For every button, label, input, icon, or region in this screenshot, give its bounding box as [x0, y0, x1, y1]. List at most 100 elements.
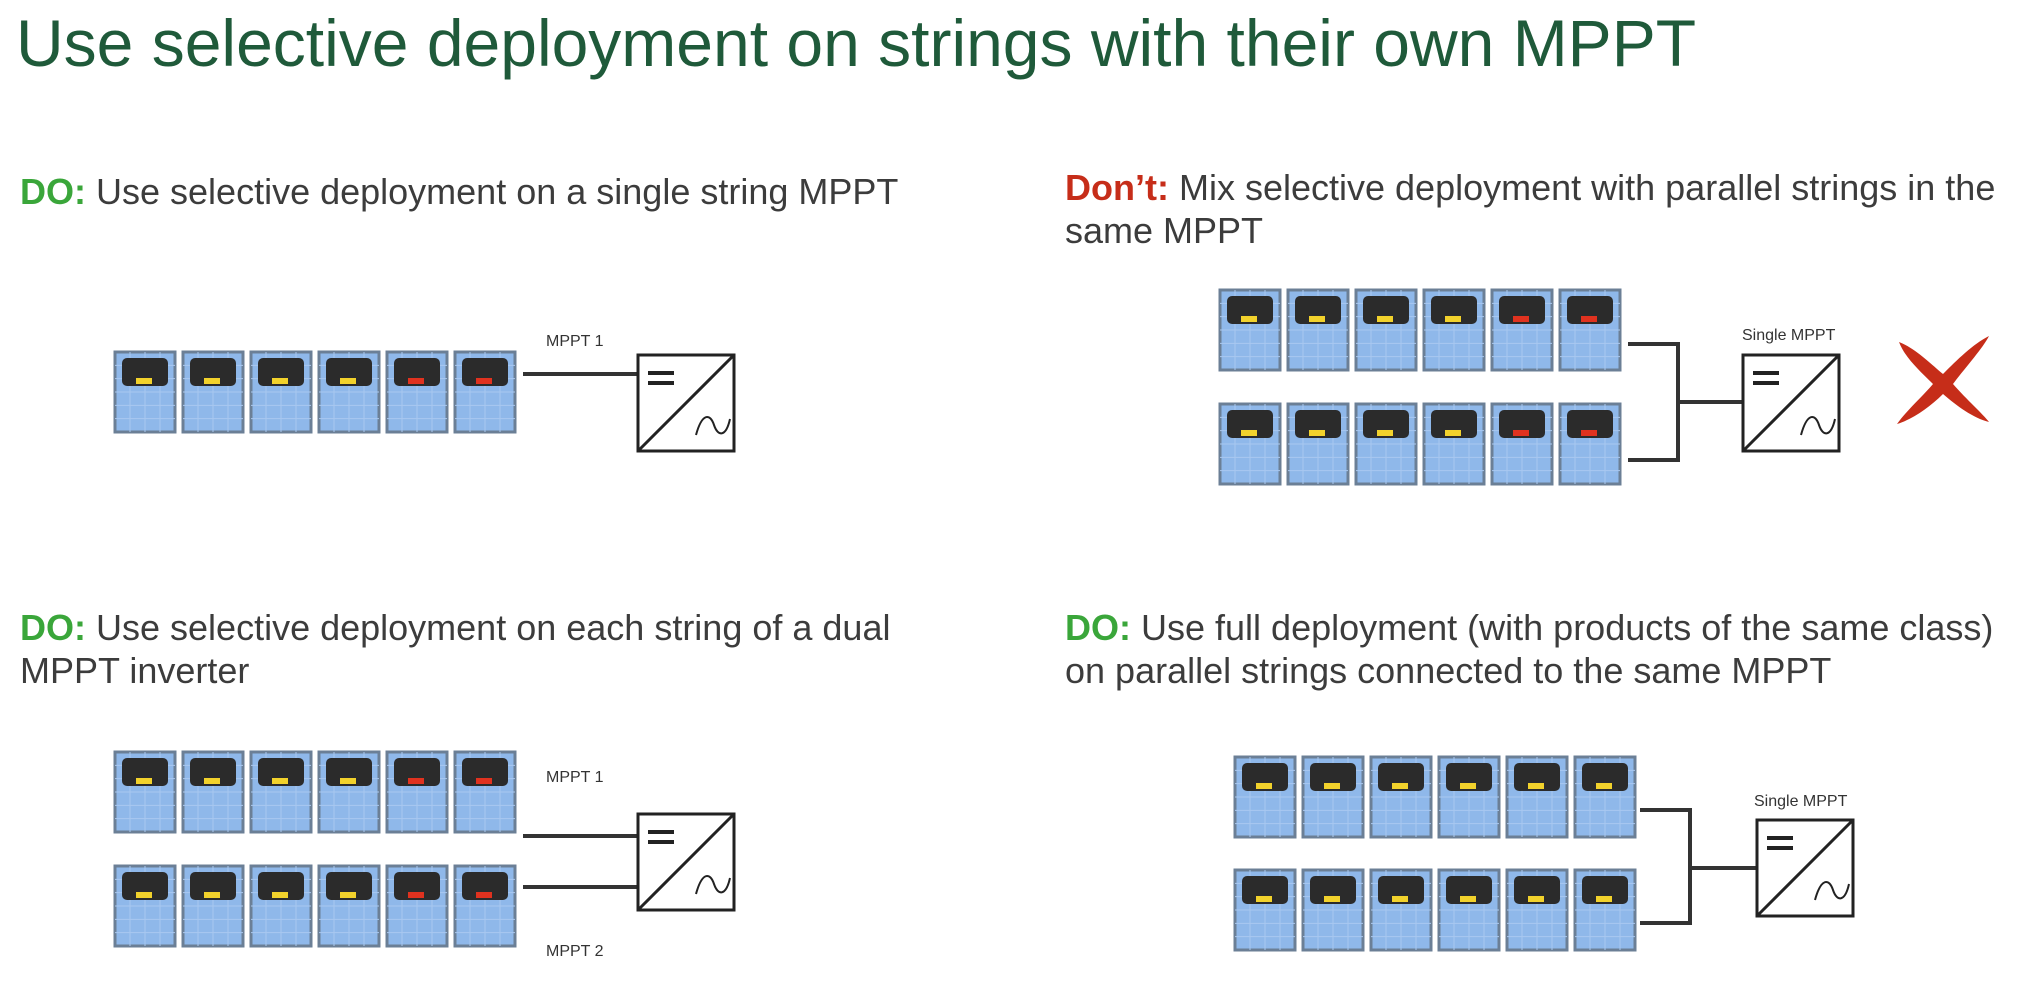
- solar-panel-icon: [113, 750, 177, 834]
- solar-panel-arrays: [113, 288, 1637, 952]
- inverter-icon: [1755, 818, 1855, 918]
- panel-string: [1233, 755, 1637, 839]
- yellow-led: [1460, 896, 1476, 902]
- solar-panel-icon: [1233, 755, 1297, 839]
- red-led: [1513, 316, 1529, 322]
- mppt-label: MPPT 2: [546, 943, 604, 960]
- red-led: [408, 378, 424, 384]
- power-optimizer: [462, 872, 508, 900]
- power-optimizer: [258, 872, 304, 900]
- inverters: [636, 353, 1855, 918]
- caption-top-right: Don’t: Mix selective deployment with par…: [1065, 166, 2025, 252]
- solar-panel-icon: [385, 350, 449, 434]
- red-led: [476, 378, 492, 384]
- solar-panel-icon: [1437, 755, 1501, 839]
- do-tag: DO:: [20, 607, 86, 648]
- power-optimizer: [1378, 876, 1424, 904]
- string-bottom_right: [1233, 755, 1637, 952]
- power-optimizer: [258, 758, 304, 786]
- solar-panel-icon: [1369, 755, 1433, 839]
- caption-text: Use selective deployment on a single str…: [86, 171, 899, 212]
- yellow-led: [1392, 896, 1408, 902]
- power-optimizer: [394, 872, 440, 900]
- power-optimizer: [190, 872, 236, 900]
- mppt-label: Single MPPT: [1742, 327, 1836, 344]
- power-optimizer: [1567, 296, 1613, 324]
- solar-panel-icon: [1218, 402, 1282, 486]
- red-led: [408, 778, 424, 784]
- solar-panel-icon: [1437, 868, 1501, 952]
- power-optimizer: [462, 358, 508, 386]
- solar-panel-icon: [1422, 402, 1486, 486]
- solar-panel-icon: [1218, 288, 1282, 372]
- panel-string: [113, 864, 517, 948]
- string-bottom_left: [113, 750, 517, 948]
- caption-top-left: DO: Use selective deployment on a single…: [20, 170, 950, 213]
- yellow-led: [1241, 316, 1257, 322]
- solar-panel-icon: [1573, 868, 1637, 952]
- inverter-icon: [636, 353, 736, 453]
- power-optimizer: [190, 758, 236, 786]
- power-optimizer: [1582, 876, 1628, 904]
- panel-string: [113, 350, 517, 434]
- caption-bottom-left: DO: Use selective deployment on each str…: [20, 606, 920, 692]
- power-optimizer: [1227, 410, 1273, 438]
- power-optimizer: [326, 358, 372, 386]
- yellow-led: [204, 892, 220, 898]
- do-tag: DO:: [1065, 607, 1131, 648]
- power-optimizer: [1446, 763, 1492, 791]
- mppt-labels: MPPT 1 Single MPPT MPPT 1 MPPT 2 Single …: [546, 327, 1848, 960]
- power-optimizer: [1363, 296, 1409, 324]
- caption-text: Mix selective deployment with parallel s…: [1065, 167, 1996, 251]
- yellow-led: [1596, 896, 1612, 902]
- power-optimizer: [1514, 876, 1560, 904]
- yellow-led: [272, 892, 288, 898]
- solar-panel-icon: [453, 350, 517, 434]
- caption-bottom-right: DO: Use full deployment (with products o…: [1065, 606, 2025, 692]
- yellow-led: [1392, 783, 1408, 789]
- power-optimizer: [1567, 410, 1613, 438]
- solar-panel-icon: [1422, 288, 1486, 372]
- red-led: [1513, 430, 1529, 436]
- power-optimizer: [1582, 763, 1628, 791]
- yellow-led: [204, 378, 220, 384]
- power-optimizer: [1310, 763, 1356, 791]
- solar-panel-icon: [113, 864, 177, 948]
- solar-panel-icon: [249, 864, 313, 948]
- solar-panel-icon: [1354, 288, 1418, 372]
- power-optimizer: [462, 758, 508, 786]
- solar-panel-icon: [249, 350, 313, 434]
- solar-panel-icon: [1558, 288, 1622, 372]
- solar-panel-icon: [1558, 402, 1622, 486]
- yellow-led: [1256, 896, 1272, 902]
- solar-panel-icon: [1505, 755, 1569, 839]
- mppt-label: Single MPPT: [1754, 793, 1848, 810]
- panel-string: [1218, 402, 1622, 486]
- yellow-led: [204, 778, 220, 784]
- power-optimizer: [1431, 410, 1477, 438]
- solar-panel-icon: [453, 750, 517, 834]
- solar-panel-icon: [385, 750, 449, 834]
- yellow-led: [1241, 430, 1257, 436]
- mppt-label: MPPT 1: [546, 333, 604, 350]
- yellow-led: [1528, 783, 1544, 789]
- yellow-led: [1256, 783, 1272, 789]
- solar-panel-icon: [1301, 755, 1365, 839]
- yellow-led: [340, 778, 356, 784]
- power-optimizer: [1310, 876, 1356, 904]
- inverter-icon: [636, 812, 736, 912]
- yellow-led: [1596, 783, 1612, 789]
- power-optimizer: [1499, 410, 1545, 438]
- power-optimizer: [1227, 296, 1273, 324]
- yellow-led: [136, 778, 152, 784]
- panel-string: [113, 750, 517, 834]
- power-optimizer: [122, 358, 168, 386]
- power-optimizer: [1295, 410, 1341, 438]
- solar-panel-icon: [317, 864, 381, 948]
- wiring: [523, 342, 1757, 925]
- inverter-icon: [1741, 353, 1841, 453]
- yellow-led: [136, 892, 152, 898]
- solar-panel-icon: [317, 750, 381, 834]
- wire: [1628, 342, 1680, 462]
- yellow-led: [1309, 430, 1325, 436]
